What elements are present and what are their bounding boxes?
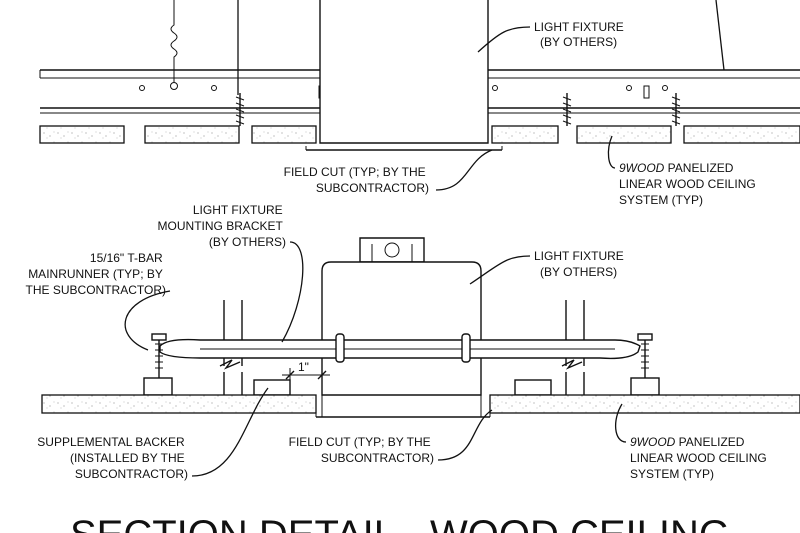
top-panel [144, 125, 240, 144]
top-hanger-wire [170, 0, 178, 82]
top-screw [671, 93, 681, 126]
top-rail-hole [139, 85, 145, 91]
bottom-field-cut-label: FIELD CUT (TYP; BY THE SUBCONTRACTOR) [289, 435, 434, 465]
bottom-backer-label: SUPPLEMENTAL BACKER (INSTALLED BY THE SU… [37, 435, 188, 481]
top-rail-hole [626, 85, 632, 91]
top-panel [251, 125, 317, 144]
top-screw [235, 93, 245, 126]
top-ceiling-system-leader [607, 135, 616, 169]
top-right-leader [715, 0, 725, 71]
top-panel [683, 125, 800, 144]
bottom-dimension-tick [285, 370, 327, 380]
bottom-bracket-clip [335, 333, 345, 363]
top-rail-hole [662, 85, 668, 91]
top-screw [562, 93, 572, 126]
bottom-ceiling-system-label: 9WOOD PANELIZED LINEAR WOOD CEILING SYST… [630, 435, 770, 481]
bottom-fixture-ear [359, 237, 425, 263]
top-hanger-eye [170, 82, 178, 90]
top-panel [39, 125, 125, 144]
bottom-bolt-left [143, 333, 173, 396]
bottom-fixture-flange [315, 395, 491, 417]
top-panel [576, 125, 672, 144]
bottom-light-fixture-label: LIGHT FIXTURE (BY OTHERS) [534, 249, 627, 279]
bottom-light-fixture-housing [321, 261, 482, 396]
bottom-fixture-ear-hole [384, 242, 400, 258]
top-fixture-flange [305, 146, 503, 150]
bottom-supplemental-backer [514, 379, 552, 396]
bottom-backer-leader [191, 387, 269, 477]
bottom-mainrunner-label: 15/16" T-BAR MAINRUNNER (TYP; BY THE SUB… [26, 251, 166, 297]
bottom-light-fixture-leader [469, 255, 531, 285]
top-ceiling-system-label: 9WOOD PANELIZED LINEAR WOOD CEILING SYST… [619, 161, 759, 207]
bottom-mounting-bracket-leader [281, 241, 304, 343]
top-light-fixture-label: LIGHT FIXTURE (BY OTHERS) [534, 20, 627, 49]
bottom-panel-left [41, 394, 317, 414]
top-light-fixture-housing [319, 0, 489, 144]
top-field-cut-label: FIELD CUT (TYP; BY THE SUBCONTRACTOR) [284, 165, 429, 195]
bottom-dimension-label: 1" [298, 360, 309, 374]
top-field-cut-leader [435, 149, 493, 191]
bottom-field-cut-leader [437, 409, 493, 461]
bottom-fixture-ear-bend [371, 244, 413, 262]
bottom-panel-right [489, 394, 800, 414]
bottom-bolt-right [630, 333, 660, 396]
bottom-mounting-bracket-label: LIGHT FIXTURE MOUNTING BRACKET (BY OTHER… [158, 203, 286, 249]
bottom-mainrunner-leader [124, 290, 171, 351]
top-section: LIGHT FIXTURE (BY OTHERS) FIELD CUT (TYP… [39, 0, 800, 207]
top-panel [491, 125, 559, 144]
top-light-fixture-leader [477, 26, 531, 53]
bottom-bracket-clip [461, 333, 471, 363]
bottom-ceiling-system-leader [615, 403, 627, 443]
top-rail-hole [211, 85, 217, 91]
bottom-section: 1" LIGHT FIXTURE MOUNTING BRACKET (BY OT… [26, 203, 800, 481]
top-rail-slot [643, 85, 650, 99]
top-rail-hole [492, 85, 498, 91]
bottom-supplemental-backer [253, 379, 291, 396]
drawing-title: SECTION DETAIL - WOOD CEILING [70, 513, 730, 533]
